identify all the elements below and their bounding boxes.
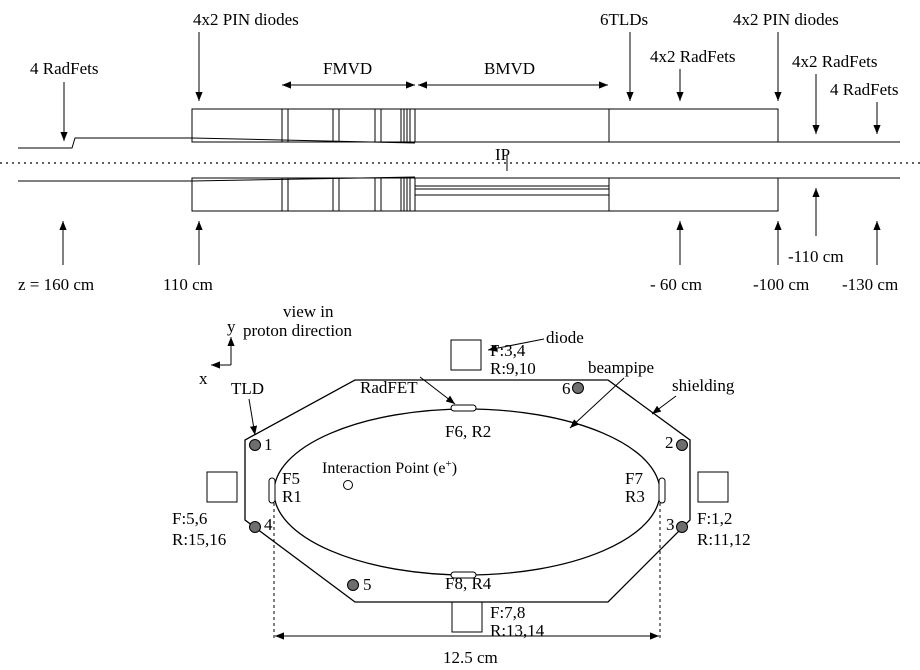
- beampipe-upper-left: [18, 137, 192, 149]
- label-bmvd: BMVD: [484, 59, 535, 78]
- tld-number-6: 6: [562, 379, 571, 398]
- radfet-right: [658, 477, 666, 504]
- ip-label: IP: [495, 145, 510, 164]
- label-z130: -130 cm: [842, 275, 898, 294]
- label-pin-diodes-right: 4x2 PIN diodes: [733, 10, 839, 29]
- label-f78: F:7,8: [490, 603, 525, 622]
- label-diode: diode: [546, 328, 584, 347]
- label-view-in: view in: [283, 302, 334, 321]
- label-f6-r2: F6, R2: [445, 422, 491, 441]
- label-tld: TLD: [231, 379, 264, 398]
- label-fmvd: FMVD: [323, 59, 372, 78]
- label-f5: F5: [282, 469, 300, 488]
- detector-box-lower: [191, 177, 779, 212]
- label-proton-direction: proton direction: [243, 321, 353, 340]
- tld-number-2: 2: [665, 433, 674, 452]
- label-r910: R:9,10: [490, 359, 536, 378]
- label-6tlds: 6TLDs: [600, 10, 648, 29]
- radfet-left: [268, 477, 276, 504]
- arrow-diode: [487, 338, 545, 352]
- label-radfet: RadFET: [360, 378, 418, 397]
- interaction-point-marker: [343, 480, 353, 490]
- label-beampipe: beampipe: [588, 358, 654, 377]
- label-f8-r4: F8, R4: [445, 574, 492, 593]
- tld-3: [676, 521, 688, 533]
- cross-section-view: y x view in proton direction Interaction…: [172, 302, 751, 667]
- tld-4: [249, 521, 261, 533]
- label-z110n: -110 cm: [788, 247, 844, 266]
- label-f56: F:5,6: [172, 509, 207, 528]
- tld-1: [249, 439, 261, 451]
- label-f12: F:1,2: [697, 509, 732, 528]
- fmvd-wheels-lower: [281, 178, 411, 211]
- label-width: 12.5 cm: [443, 648, 498, 667]
- label-radfets-4-right: 4 RadFets: [830, 80, 898, 99]
- label-z100: -100 cm: [753, 275, 809, 294]
- longitudinal-view: IP 4x2 PIN diodes 4 RadFets FMVD BMVD 6T…: [0, 10, 920, 294]
- label-r1112: R:11,12: [697, 530, 751, 549]
- diode-left: [206, 471, 238, 503]
- label-r1314: R:13,14: [490, 621, 545, 640]
- tld-5: [347, 579, 359, 591]
- shielding-octagon: [244, 379, 691, 603]
- diode-right: [697, 471, 729, 503]
- label-pin-diodes-left: 4x2 PIN diodes: [193, 10, 299, 29]
- detector-box-upper: [191, 108, 779, 143]
- axis-y-label: y: [227, 317, 236, 336]
- arrow-shielding: [651, 395, 677, 415]
- label-shielding: shielding: [672, 376, 735, 395]
- axis-x-label: x: [199, 369, 208, 388]
- label-z60: - 60 cm: [650, 275, 702, 294]
- label-r1: R1: [282, 487, 302, 506]
- label-z160: z = 160 cm: [18, 275, 94, 294]
- arrow-radfet: [419, 376, 456, 405]
- tld-number-4: 4: [264, 515, 273, 534]
- label-interaction-point: Interaction Point (e+): [322, 458, 457, 477]
- diode-bottom: [451, 601, 483, 633]
- label-z110: 110 cm: [163, 275, 213, 294]
- fmvd-wheels-upper: [281, 109, 411, 142]
- label-radfets-4x2-b: 4x2 RadFets: [792, 52, 877, 71]
- arrow-tld: [248, 398, 258, 436]
- tld-number-1: 1: [264, 435, 273, 454]
- label-f7: F7: [625, 469, 643, 488]
- label-r3: R3: [625, 487, 645, 506]
- radfet-top: [450, 404, 477, 412]
- tld-2: [676, 439, 688, 451]
- label-f34: F:3,4: [490, 341, 526, 360]
- label-r1516: R:15,16: [172, 530, 226, 549]
- tld-6: [572, 382, 584, 394]
- label-radfets-4x2-a: 4x2 RadFets: [650, 47, 735, 66]
- tld-number-3: 3: [666, 515, 675, 534]
- label-radfets-4-left: 4 RadFets: [30, 59, 98, 78]
- radfet-bottom: [450, 571, 477, 579]
- diode-top: [450, 339, 482, 371]
- arrow-beampipe: [569, 377, 625, 429]
- tld-number-5: 5: [363, 575, 372, 594]
